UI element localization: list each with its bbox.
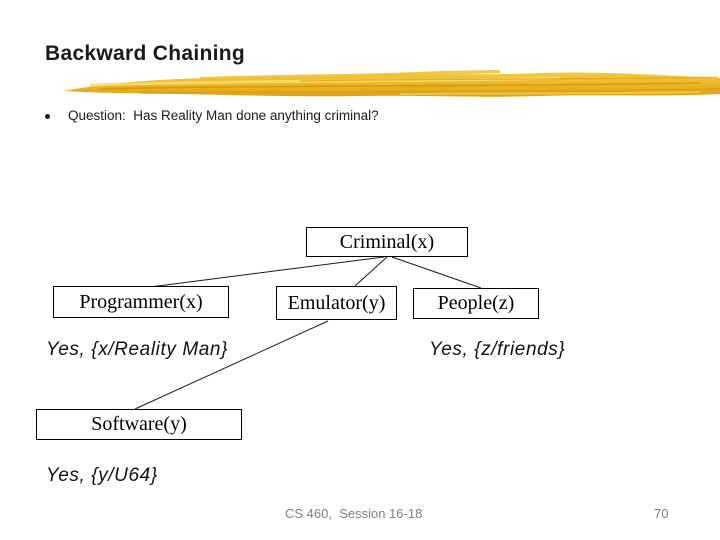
bullet-icon <box>45 114 50 119</box>
slide-title: Backward Chaining <box>45 42 245 65</box>
footer-course-label: CS 460, Session 16-18 <box>285 506 423 521</box>
brush-dark-streak-3 <box>299 76 719 82</box>
answer-y-substitution: Yes, {y/U64} <box>46 465 158 486</box>
node-criminal: Criminal(x) <box>306 227 468 257</box>
node-people: People(z) <box>413 288 539 319</box>
bullet-question-text: Question: Has Reality Man done anything … <box>68 108 379 123</box>
brush-top-streak <box>200 70 500 79</box>
brush-light-streak-2 <box>399 91 701 95</box>
node-emulator: Emulator(y) <box>276 286 397 320</box>
edge-criminal-programmer <box>149 256 385 288</box>
answer-x-substitution: Yes, {x/Reality Man} <box>46 339 229 360</box>
brush-dark-streak-1 <box>99 82 701 90</box>
edge-criminal-emulator <box>354 256 388 287</box>
node-software: Software(y) <box>36 409 242 440</box>
edge-criminal-people <box>391 256 482 289</box>
title-underline-brush-stroke <box>64 70 720 97</box>
edge-emulator-software <box>134 320 329 410</box>
bullet-item: Question: Has Reality Man done anything … <box>45 108 379 123</box>
answer-z-substitution: Yes, {z/friends} <box>429 339 566 360</box>
node-programmer: Programmer(x) <box>53 286 229 318</box>
brush-dark-streak-2 <box>139 88 720 94</box>
footer-page-number: 70 <box>654 506 669 521</box>
